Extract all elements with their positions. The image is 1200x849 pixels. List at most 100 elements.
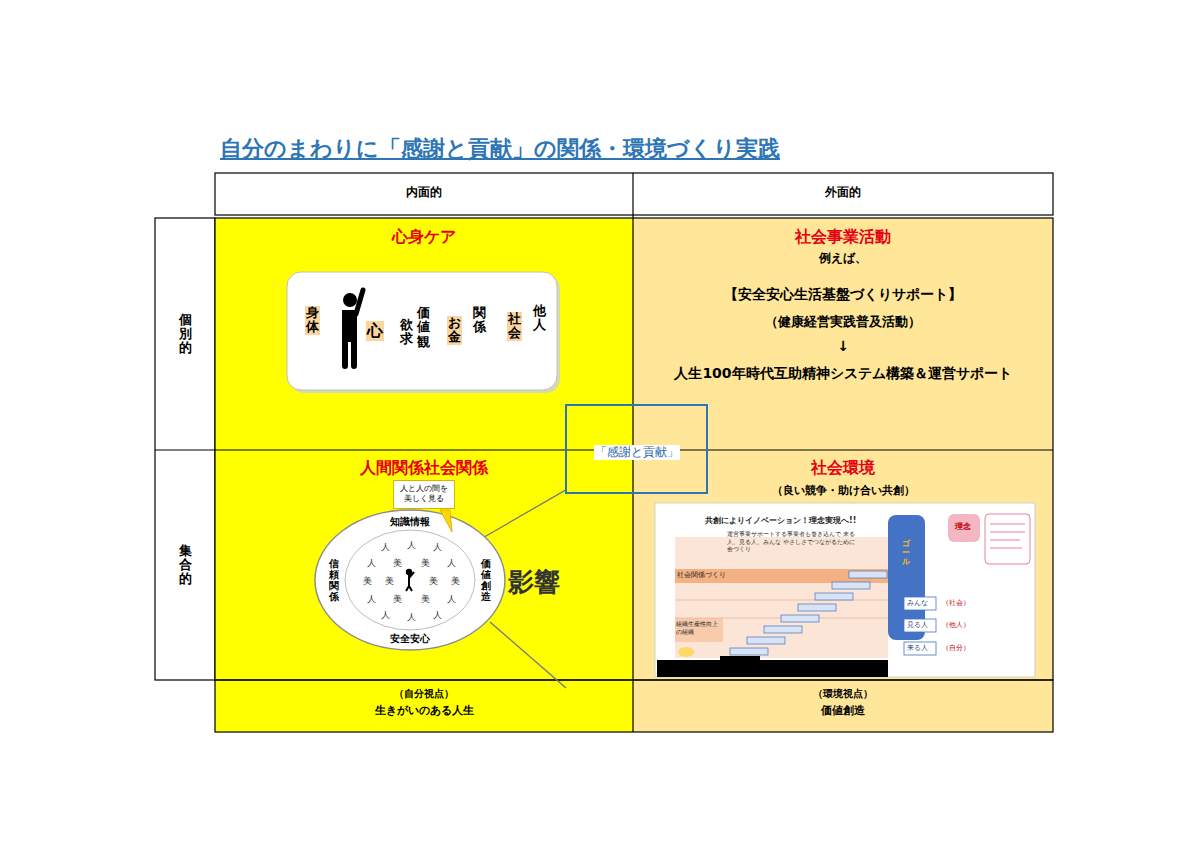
person-arm: [356, 290, 363, 314]
header-row: [215, 173, 1053, 215]
small-person-body: [406, 572, 414, 591]
person-body: [342, 310, 357, 342]
node-text: 欲求: [400, 318, 413, 347]
node-text: 例えば、: [819, 251, 867, 266]
node-text: 価値創造: [821, 704, 865, 718]
cell-fill: [215, 450, 633, 680]
node-text: ゴール: [902, 540, 910, 566]
node-text: 人と人の間を美しく見る: [397, 484, 451, 504]
row-header: 個別的: [155, 218, 215, 450]
callout-pointer: [440, 510, 452, 532]
node-text: 見る人: [907, 621, 928, 629]
stair-step: [747, 637, 785, 644]
cell-fill: [215, 218, 633, 450]
node-text: 心身ケア: [392, 227, 456, 247]
person-char: 美: [429, 576, 438, 587]
quadrant-cell: 心身ケア身体心欲求価値観お金関係社会他人: [215, 218, 633, 450]
person-char: 人: [433, 542, 442, 553]
cell-fill: [633, 680, 1053, 732]
stair-step: [730, 648, 768, 655]
quadrant-cell: 人間関係社会関係人と人の間を美しく見る知識情報価値創造安全安心信頼関係人人人人美…: [215, 450, 633, 680]
panel-shadow: [290, 275, 560, 393]
relation-circle: 知識情報価値創造安全安心信頼関係人人人人美美人美美美美人美美人人人人: [315, 510, 505, 650]
leader-line: [490, 622, 566, 688]
node-text: 内面的: [406, 185, 442, 200]
relation-circle: [315, 510, 566, 688]
node-text: 社会環境: [811, 458, 875, 478]
idea-note: [985, 514, 1030, 564]
slide-band: [675, 537, 888, 658]
idea-box: [948, 514, 980, 542]
stair-step: [849, 571, 887, 578]
person-char: 美: [363, 576, 372, 587]
slide-illustration: [655, 503, 1035, 677]
node-text: 他人: [533, 304, 546, 333]
page-title: 自分のまわりに「感謝と貢献」の関係・環境づくり実践: [220, 134, 780, 164]
row-header-column: [155, 218, 215, 680]
idea-note-lines: [990, 524, 1025, 548]
node-text: 組織生産性向上の組織: [676, 620, 720, 635]
stair-step: [781, 615, 819, 622]
node-text: （自分視点）: [394, 688, 454, 701]
callout-box: 人と人の間を美しく見る: [393, 480, 455, 509]
node-text: お金: [447, 316, 462, 345]
person-char: 美: [451, 576, 460, 587]
panel-box: [287, 272, 557, 390]
ring-label: 価値創造: [481, 558, 491, 602]
node-text: 【安全安心生活基盤づくりサポート】: [724, 286, 962, 304]
person-char: 美: [393, 558, 402, 569]
node-text: 理念: [955, 522, 971, 532]
person-legs: [345, 341, 354, 366]
person-char: 美: [393, 594, 402, 605]
node-text: 人間関係社会関係: [360, 458, 488, 478]
footer-cell: （環境視点）価値創造: [633, 680, 1053, 732]
inner-ring: [345, 530, 475, 630]
person-char: 人: [447, 594, 456, 605]
node-text: 社会関係づくり: [677, 571, 726, 579]
table-grid: [155, 173, 1053, 732]
person-char: 人: [381, 610, 390, 621]
node-text: 人生100年時代互助精神システム構築＆運営サポート: [674, 365, 1011, 383]
person-char: 美: [421, 594, 430, 605]
mind-body-panel: [287, 272, 560, 393]
ring-label: 信頼関係: [329, 558, 339, 602]
person-char: 人: [407, 612, 416, 623]
table-border: [215, 218, 1053, 680]
node-text: （社会）: [942, 599, 970, 607]
slide-grid: [675, 600, 888, 601]
slide-stairs: [730, 571, 887, 655]
footer-cell: （自分視点） 生きがいのある人生: [215, 680, 633, 732]
cell-fill: [215, 680, 633, 732]
person-char: 人: [367, 594, 376, 605]
node-text: 社会: [507, 312, 522, 341]
person-char: 人: [381, 542, 390, 553]
node-text: 運営事業サポートする事業者も巻き込んで 来る人、見る人、みんな やさしさでつなが…: [727, 530, 857, 553]
slide-grid: [675, 618, 888, 619]
stair-step: [815, 593, 853, 600]
slide-band: [675, 618, 723, 642]
node-text: 集合的: [179, 544, 192, 587]
ring-label: 知識情報: [390, 516, 430, 529]
node-text: 「感謝と貢献」: [594, 445, 680, 460]
person-char: 人: [447, 558, 456, 569]
node-text: （健康経営実践普及活動）: [765, 314, 921, 330]
slide-band: [675, 569, 888, 583]
slide-image: 共創によりイノベーション！理念実現へ!!運営事業サポートする事業者も巻き込んで …: [655, 503, 1035, 677]
connector-line: [485, 490, 565, 536]
level-box: [904, 619, 936, 632]
stair-step: [798, 604, 836, 611]
person-char: 美: [385, 576, 394, 587]
node-text: 関係: [473, 306, 486, 335]
person-char: 人: [433, 610, 442, 621]
center-box: 「感謝と貢献」: [565, 404, 708, 494]
node-text: （良い競争・助け合い共創）: [772, 484, 915, 498]
table-border: [215, 680, 1053, 732]
node-text: 生きがいのある人生: [375, 704, 474, 718]
column-header: 内面的: [215, 173, 633, 215]
level-box: [904, 597, 936, 610]
quadrant-cell: 社会環境 （良い競争・助け合い共創） 共創によりイノベーション！理念実現へ!!運営事…: [633, 450, 1053, 680]
person-char: 人: [367, 558, 376, 569]
node-text: 個別的: [179, 313, 192, 356]
